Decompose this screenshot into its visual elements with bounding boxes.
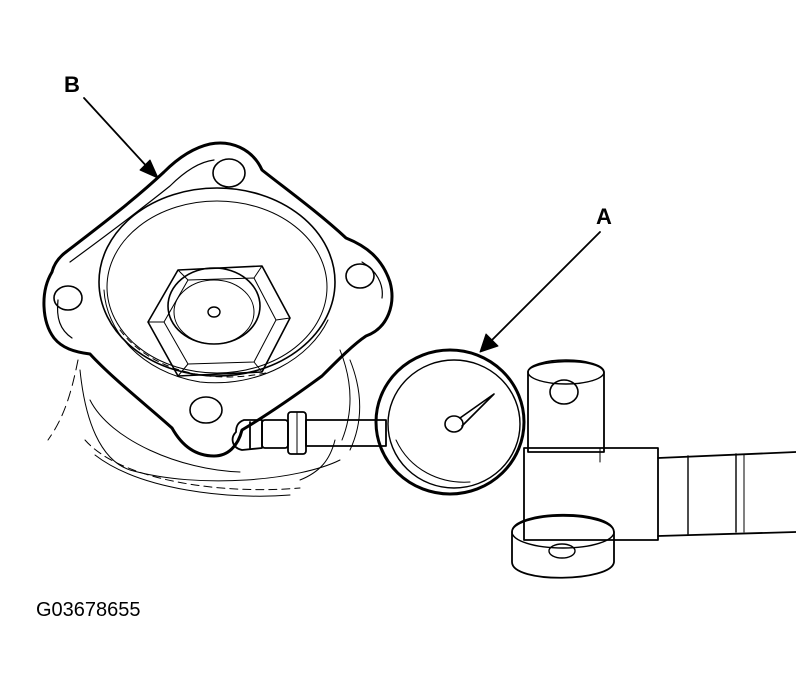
leader-arrow-a bbox=[479, 231, 601, 353]
hose-fitting bbox=[261, 411, 387, 455]
pressure-gauge bbox=[374, 348, 526, 496]
gauge-needle bbox=[459, 393, 495, 427]
bolt-hole-top bbox=[212, 158, 246, 188]
callout-label-a: A bbox=[596, 204, 612, 229]
housing-bore bbox=[98, 187, 336, 377]
housing-flange bbox=[42, 141, 394, 458]
cylinder-body bbox=[47, 349, 361, 497]
bolt-hole-bottom bbox=[189, 396, 223, 424]
pressure-port bbox=[231, 419, 263, 451]
hex-nut bbox=[147, 265, 291, 377]
valve-port-lower bbox=[548, 543, 576, 559]
valve-assembly bbox=[511, 359, 796, 579]
figure-id-caption: G03678655 bbox=[36, 599, 141, 621]
leader-arrow-b bbox=[83, 97, 159, 179]
bolt-hole-right bbox=[345, 263, 375, 289]
bolt-hole-left bbox=[53, 285, 83, 311]
valve-port-upper bbox=[549, 379, 579, 405]
center-plug bbox=[167, 267, 261, 345]
callout-label-b: B bbox=[64, 72, 80, 97]
